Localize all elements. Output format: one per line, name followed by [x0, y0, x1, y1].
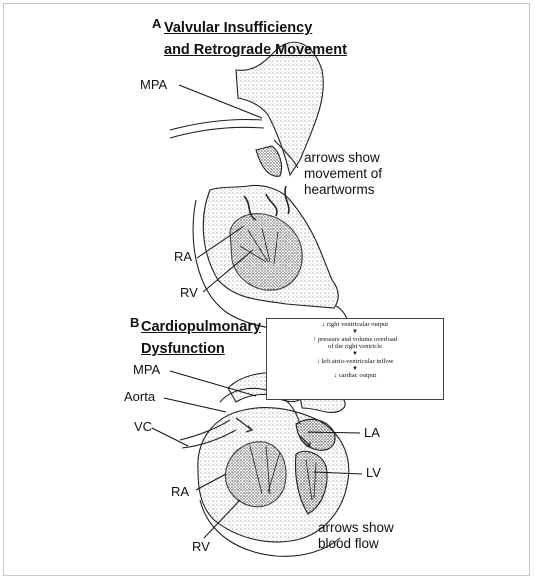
label-a-mpa: MPA	[140, 78, 167, 92]
panel-a-title-text2: and Retrograde Movement	[164, 42, 347, 58]
label-b-ra: RA	[171, 485, 189, 499]
label-b-rv: RV	[192, 540, 210, 554]
panel-b-letter: B	[130, 316, 139, 330]
label-a-ra: RA	[174, 250, 192, 264]
label-b-lv: LV	[366, 466, 381, 480]
flowchart-step-2b: of the right ventricle	[267, 343, 443, 351]
panel-a-title-text1: Valvular Insufficiency	[164, 20, 312, 36]
panel-a-note-line2: movement of	[304, 166, 382, 182]
flowchart-step-2: ↑ pressure and volume overload	[267, 336, 443, 344]
panel-a-note-line1: arrows show	[304, 150, 382, 166]
panel-b-title-text1: Cardiopulmonary	[141, 319, 261, 335]
flowchart-step-1: ↓ right ventricular output	[267, 321, 443, 329]
label-b-mpa: MPA	[133, 363, 160, 377]
panel-b-title-line1: Cardiopulmonary	[141, 320, 261, 336]
panel-b-title-line2: Dysfunction	[141, 342, 225, 358]
panel-b-title-text2: Dysfunction	[141, 341, 225, 357]
flowchart-box: ↓ right ventricular output ▼ ↑ pressure …	[266, 318, 444, 400]
label-b-vc: VC	[134, 420, 152, 434]
panel-a-title-line1: Valvular Insufficiency	[164, 21, 312, 37]
label-b-aorta: Aorta	[124, 390, 155, 404]
panel-a-letter: A	[152, 17, 161, 31]
label-a-rv: RV	[180, 286, 198, 300]
panel-b-note: arrows show blood flow	[318, 520, 394, 552]
panel-a-title-line2: and Retrograde Movement	[164, 43, 347, 59]
panel-b-note-line2: blood flow	[318, 536, 394, 552]
flowchart-arrow-down-icon: ▼	[267, 366, 443, 373]
panel-a-note-line3: heartworms	[304, 182, 382, 198]
flowchart-arrow-down-icon: ▼	[267, 329, 443, 336]
flowchart-arrow-down-icon: ▼	[267, 351, 443, 358]
flowchart-step-3: ↓ left atrio-ventricular inflow	[267, 358, 443, 366]
label-b-la: LA	[364, 426, 380, 440]
flowchart-step-4: ↓ cardiac output	[267, 372, 443, 380]
panel-a-note: arrows show movement of heartworms	[304, 150, 382, 198]
panel-b-note-line1: arrows show	[318, 520, 394, 536]
